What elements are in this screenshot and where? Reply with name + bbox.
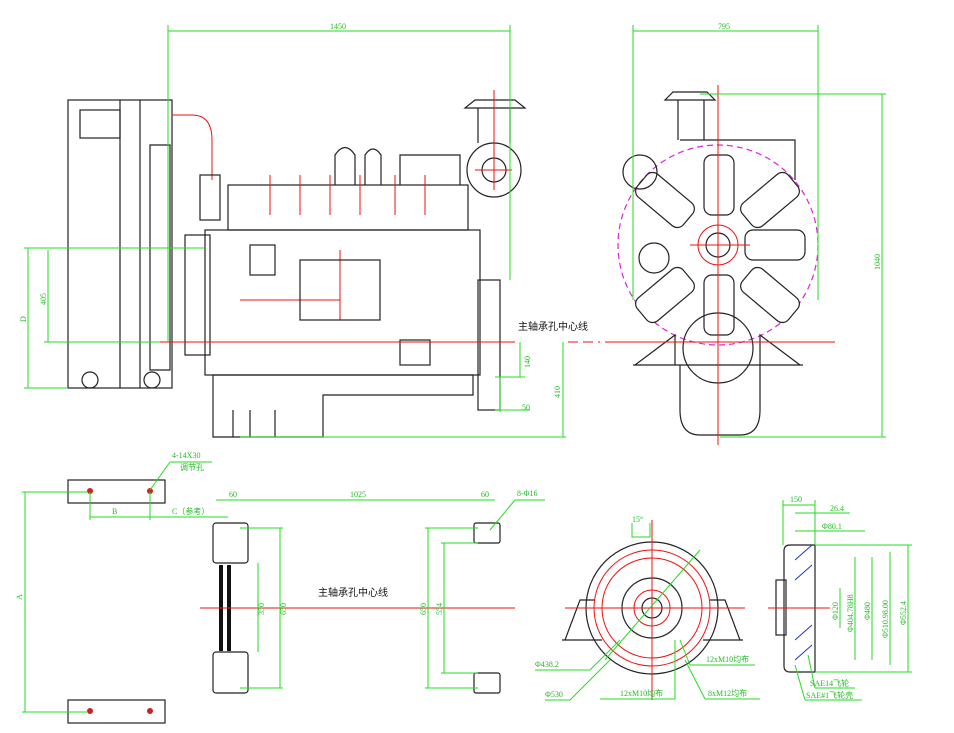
- dia-552: Φ552.4: [899, 601, 908, 625]
- note-housing: SAE#1飞轮壳: [806, 690, 853, 700]
- dia-510: Φ510.98.00: [881, 600, 890, 638]
- dim-410: 410: [553, 386, 562, 398]
- cylinder-head: [227, 184, 469, 231]
- plate-hole-note: 4-14X30: [172, 451, 200, 460]
- hole-note-right: 8-Φ16: [517, 489, 538, 498]
- engine-block: [204, 229, 481, 376]
- dim-overall-height: 1040: [873, 254, 882, 270]
- angle-15: 15°: [632, 515, 643, 524]
- dim-b: B: [112, 507, 117, 516]
- dim-650-left: 650: [279, 603, 288, 615]
- note-8m12: 8xM12均布: [708, 688, 747, 698]
- mount-centerline-label: 主轴承孔中心线: [318, 586, 388, 599]
- rear-mount-bottom: [473, 672, 501, 694]
- dim-1025: 1025: [350, 490, 366, 499]
- front-mount-bottom: [212, 651, 249, 694]
- dim-26: 26.4: [830, 504, 844, 513]
- dim-tolerance: Φ80.1: [822, 522, 842, 531]
- dim-140: 140: [523, 356, 532, 368]
- front-view: 795 1040: [605, 22, 886, 445]
- dim-overall-width: 795: [718, 22, 730, 31]
- flywheel-housing-view: 15° Φ438.2 Φ530 12xM10均布 12xM10均布 8xM12均…: [535, 515, 760, 701]
- dim-554: 554: [435, 603, 444, 615]
- dim-c: C（参考）: [172, 506, 209, 516]
- mounting-plan: 4-14X30 调节孔 A B C（参考） 主轴承孔中心线 60 1025 60…: [15, 451, 545, 724]
- dim-60-left: 60: [229, 490, 237, 499]
- centerline-label: 主轴承孔中心线: [518, 320, 588, 333]
- dim-overall-length: 1450: [330, 22, 346, 31]
- dim-150: 150: [790, 495, 802, 504]
- dim-650-right: 650: [419, 603, 428, 615]
- dia-480: Φ480: [863, 602, 872, 620]
- dia-438: Φ438.2: [535, 660, 559, 669]
- dim-405: 405: [39, 293, 48, 305]
- plate-hole-note-sub: 调节孔: [180, 463, 204, 472]
- dia-120: Φ120: [831, 602, 840, 620]
- dim-a: A: [15, 594, 24, 600]
- dia-530: Φ530: [545, 690, 563, 699]
- dia-404: Φ404.78H8: [846, 594, 855, 632]
- flywheel-section-view: 150 26.4 Φ80.1 Φ120 Φ404.78H8 Φ480 Φ510.…: [768, 495, 912, 701]
- dim-d: D: [19, 316, 28, 322]
- front-mount-top: [212, 522, 249, 564]
- note-12m10-b: 12xM10均布: [620, 688, 663, 698]
- dim-60-right: 60: [481, 490, 489, 499]
- dim-50: 50: [522, 403, 530, 412]
- oil-pan: [212, 374, 474, 438]
- note-12m10-a: 12xM10均布: [706, 654, 749, 664]
- dim-350: 350: [257, 603, 266, 615]
- note-flywheel: SAE14飞轮: [810, 678, 849, 688]
- rear-mount-top: [473, 522, 501, 544]
- side-view: 主轴承孔中心线 1450 D 405 140 410 50: [19, 22, 600, 438]
